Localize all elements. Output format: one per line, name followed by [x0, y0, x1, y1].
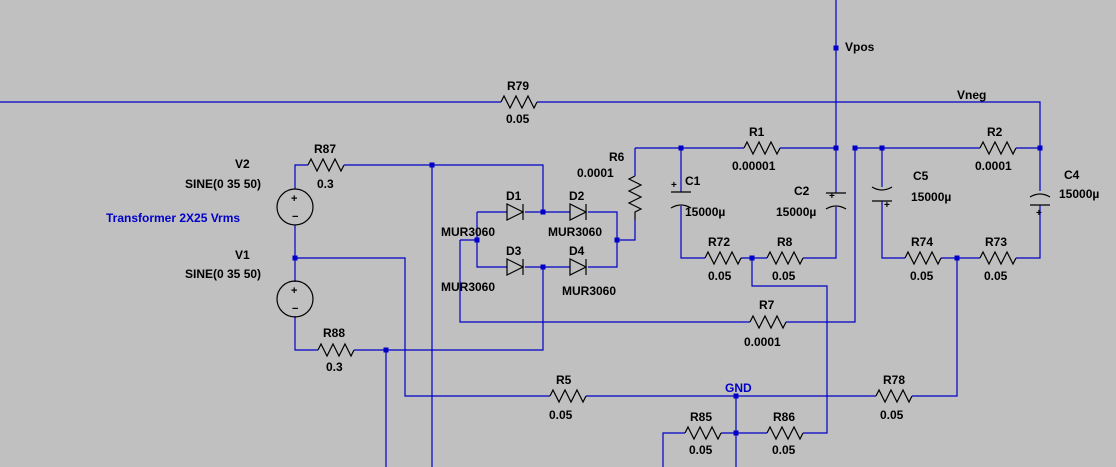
v2-plus: + [291, 193, 297, 205]
c2-value: 15000µ [776, 205, 816, 219]
c2-name: C2 [794, 184, 810, 198]
diode-d3[interactable]: D3 MUR3060 [441, 244, 525, 294]
resistor-r87[interactable]: R87 0.3 [307, 142, 345, 191]
resistor-r86[interactable]: R86 0.05 [766, 410, 804, 457]
transformer-comment: Transformer 2X25 Vrms [106, 211, 240, 225]
resistor-r79[interactable]: R79 0.05 [500, 79, 538, 126]
r79-value: 0.05 [506, 112, 530, 126]
v1-minus: − [292, 303, 298, 315]
r87-value: 0.3 [317, 177, 334, 191]
r8-value: 0.05 [772, 269, 796, 283]
resistor-r88[interactable]: R88 0.3 [317, 326, 355, 374]
r2-name: R2 [987, 125, 1003, 139]
resistor-r74[interactable]: R74 0.05 [904, 235, 942, 283]
r85-name: R85 [690, 410, 712, 424]
r87-name: R87 [314, 142, 336, 156]
r88-name: R88 [323, 326, 345, 340]
r78-name: R78 [883, 373, 905, 387]
r79-name: R79 [507, 79, 529, 93]
r73-value: 0.05 [984, 269, 1008, 283]
d4-value: MUR3060 [562, 284, 616, 298]
capacitor-c2[interactable]: + C2 15000µ [776, 184, 847, 219]
net-label-gnd: GND [725, 381, 752, 395]
d4-name: D4 [569, 244, 585, 258]
c1-value: 15000µ [685, 205, 725, 219]
c2-plus: + [829, 191, 835, 202]
d2-name: D2 [569, 189, 585, 203]
resistor-r7[interactable]: R7 0.0001 [744, 298, 787, 349]
r5-value: 0.05 [549, 408, 573, 422]
diode-d1[interactable]: D1 [506, 189, 525, 221]
d2-value: MUR3060 [548, 225, 602, 239]
r78-value: 0.05 [880, 408, 904, 422]
source-v1[interactable]: + − V1 SINE(0 35 50) [185, 248, 314, 318]
junctions [292, 45, 1043, 436]
r72-name: R72 [708, 235, 730, 249]
resistor-r78[interactable]: R78 0.05 [875, 373, 913, 422]
d3-name: D3 [506, 244, 522, 258]
v2-minus: − [292, 211, 298, 223]
d1-name: D1 [506, 189, 522, 203]
resistor-r5[interactable]: R5 0.05 [549, 373, 587, 422]
c5-name: C5 [913, 169, 929, 183]
resistor-r6[interactable]: R6 0.0001 [577, 150, 643, 220]
r86-name: R86 [773, 410, 795, 424]
r72-value: 0.05 [708, 269, 732, 283]
v2-value: SINE(0 35 50) [185, 177, 261, 191]
source-v2[interactable]: + − V2 SINE(0 35 50) [185, 157, 314, 226]
resistor-r2[interactable]: R2 0.0001 [975, 125, 1017, 173]
c1-name: C1 [685, 174, 701, 188]
c5-value: 15000µ [911, 190, 951, 204]
wires [0, 0, 1041, 467]
diode-d4[interactable]: D4 MUR3060 [562, 244, 616, 298]
r74-value: 0.05 [910, 269, 934, 283]
c4-value: 15000µ [1059, 187, 1099, 201]
r1-name: R1 [749, 125, 765, 139]
resistor-r72[interactable]: R72 0.05 [704, 235, 742, 283]
net-label-vpos: Vpos [845, 40, 875, 54]
v1-name: V1 [235, 248, 250, 262]
d1-value: MUR3060 [441, 225, 495, 239]
r8-name: R8 [777, 235, 793, 249]
c4-plus: + [1036, 208, 1042, 219]
d3-value: MUR3060 [441, 280, 495, 294]
c5-plus: + [884, 200, 890, 211]
v2-name: V2 [235, 157, 250, 171]
c4-name: C4 [1064, 168, 1080, 182]
r7-name: R7 [759, 298, 775, 312]
capacitor-c4[interactable]: + C4 15000µ [1029, 168, 1099, 219]
r5-name: R5 [556, 373, 572, 387]
capacitor-c1[interactable]: + C1 15000µ [670, 174, 725, 219]
resistor-r8[interactable]: R8 0.05 [766, 235, 804, 283]
resistor-r73[interactable]: R73 0.05 [979, 235, 1017, 283]
r6-name: R6 [609, 150, 625, 164]
r86-value: 0.05 [772, 443, 796, 457]
r6-value: 0.0001 [577, 166, 614, 180]
r74-name: R74 [911, 235, 933, 249]
r2-value: 0.0001 [975, 159, 1012, 173]
resistor-r1[interactable]: R1 0.00001 [732, 125, 781, 173]
resistor-r85[interactable]: R85 0.05 [684, 410, 722, 457]
diode-d2[interactable]: D2 MUR3060 [548, 189, 602, 239]
r73-name: R73 [985, 235, 1007, 249]
capacitor-c5[interactable]: + C5 15000µ [871, 169, 951, 211]
r1-value: 0.00001 [732, 159, 776, 173]
net-label-vneg: Vneg [957, 88, 986, 102]
r85-value: 0.05 [689, 443, 713, 457]
r88-value: 0.3 [326, 360, 343, 374]
v1-plus: + [291, 285, 297, 297]
c1-plus: + [671, 180, 677, 191]
r7-value: 0.0001 [744, 335, 781, 349]
v1-value: SINE(0 35 50) [185, 267, 261, 281]
